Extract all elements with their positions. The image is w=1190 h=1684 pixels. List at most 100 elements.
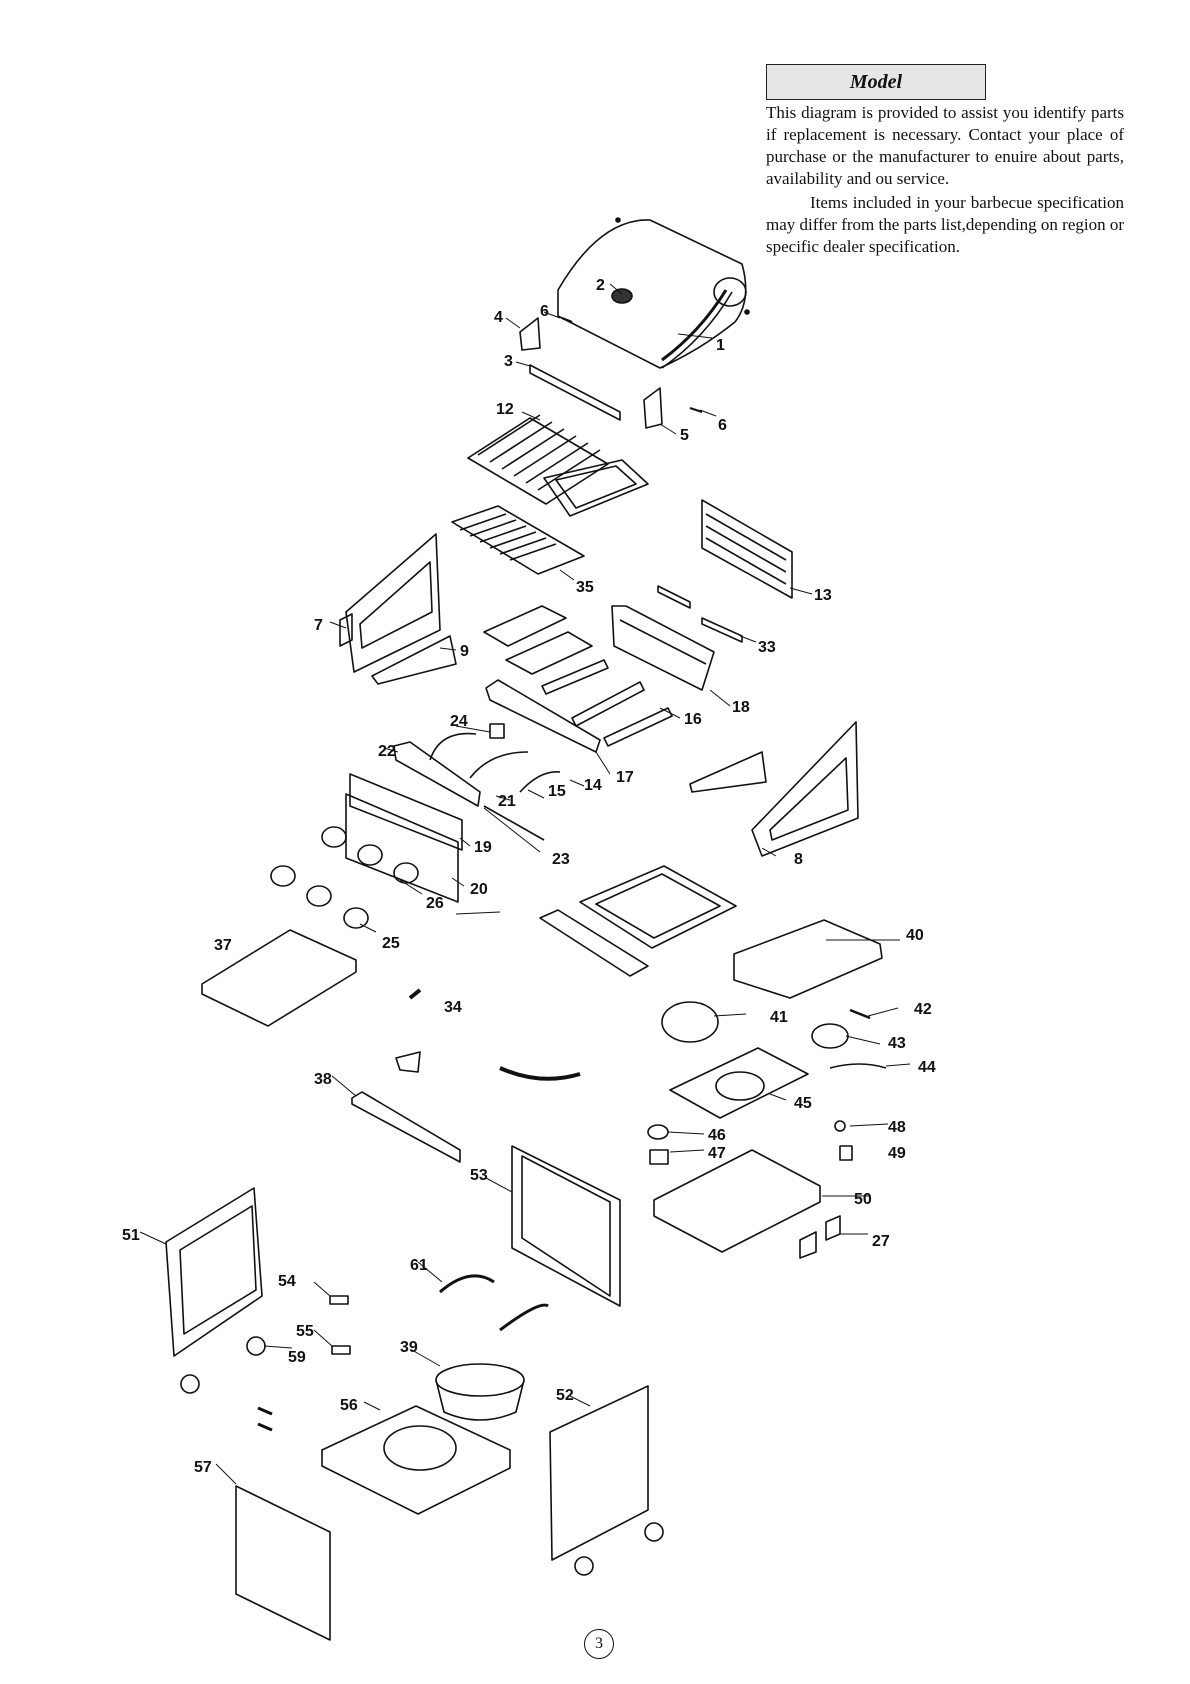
part-side-panel-left	[339, 533, 441, 673]
part-hinge	[825, 1215, 841, 1241]
callout-18: 18	[732, 699, 750, 716]
intro-paragraph-1: This diagram is provided to assist you i…	[766, 103, 1124, 188]
part-bracket	[657, 585, 691, 609]
callout-39: 39	[400, 1339, 418, 1356]
part-door	[235, 1485, 331, 1641]
callout-50: 50	[854, 1191, 872, 1208]
part-clip	[329, 1295, 349, 1305]
callout-56: 56	[340, 1397, 358, 1414]
part-tank-holder	[499, 1303, 549, 1332]
callout-48: 48	[888, 1119, 906, 1136]
callout-55: 55	[296, 1323, 314, 1340]
callout-53: 53	[470, 1167, 488, 1184]
part-caster	[574, 1556, 594, 1576]
callout-13: 13	[814, 587, 832, 604]
part-valve-rod	[483, 805, 545, 841]
part-heat-shield-left	[371, 635, 457, 685]
part-igniter	[429, 723, 561, 793]
callout-52: 52	[556, 1387, 574, 1404]
part-side-burner-lid	[733, 919, 883, 999]
part-thermometer	[611, 288, 633, 304]
callout-5: 5	[680, 427, 689, 444]
part-side-tray	[653, 1149, 821, 1253]
part-back-panel	[701, 499, 793, 599]
part-cooking-grid	[467, 414, 649, 517]
callout-8: 8	[794, 851, 803, 868]
part-warming-rack	[451, 505, 585, 575]
part-burners	[541, 659, 673, 747]
callout-46: 46	[708, 1127, 726, 1144]
callout-45: 45	[794, 1095, 812, 1112]
part-caster	[644, 1522, 664, 1542]
callout-23: 23	[552, 851, 570, 868]
part-fastener	[408, 988, 422, 1000]
callout-4: 4	[494, 309, 503, 326]
part-tank-strap	[439, 1274, 495, 1294]
part-bracket	[849, 1008, 871, 1020]
callout-6: 6	[540, 303, 549, 320]
part-valve	[649, 1149, 669, 1165]
part-cart-side-left	[165, 1187, 263, 1357]
part-cart-side-right	[549, 1385, 649, 1561]
callout-21: 21	[498, 793, 516, 810]
part-side-burner	[811, 1023, 849, 1049]
callout-1: 1	[716, 337, 725, 354]
callout-34: 34	[444, 999, 462, 1016]
callout-14: 14	[584, 777, 602, 794]
part-tank-ring	[435, 1363, 525, 1421]
callout-labels: 1234566789121314151617181920212223242526…	[122, 277, 936, 1485]
callout-47: 47	[708, 1145, 726, 1162]
part-small-fitting	[834, 1120, 846, 1132]
model-title-box: Model	[766, 64, 986, 100]
callout-43: 43	[888, 1035, 906, 1052]
callout-15: 15	[548, 783, 566, 800]
callout-33: 33	[758, 639, 776, 656]
callout-27: 27	[872, 1233, 890, 1250]
part-side-shelf	[201, 929, 357, 1027]
callout-42: 42	[914, 1001, 932, 1018]
part-knob	[647, 1124, 669, 1140]
callout-19: 19	[474, 839, 492, 856]
part-screw	[561, 316, 573, 324]
callout-54: 54	[278, 1273, 296, 1290]
intro-paragraph-2: Items included in your barbecue specific…	[766, 193, 1125, 256]
page-number: 3	[584, 1629, 614, 1659]
callout-16: 16	[684, 711, 702, 728]
callout-2: 2	[596, 277, 605, 294]
callout-22: 22	[378, 743, 396, 760]
part-screw	[689, 406, 703, 414]
callout-40: 40	[906, 927, 924, 944]
callout-17: 17	[616, 769, 634, 786]
part-side-burner-frame	[539, 865, 737, 977]
callout-35: 35	[576, 579, 594, 596]
callout-26: 26	[426, 895, 444, 912]
part-regulator	[395, 1051, 421, 1073]
callout-9: 9	[460, 643, 469, 660]
callout-49: 49	[888, 1145, 906, 1162]
intro-text: This diagram is provided to assist you i…	[766, 102, 1124, 258]
callout-51: 51	[122, 1227, 140, 1244]
part-flame-tamers	[483, 605, 593, 675]
part-back-frame	[511, 1145, 621, 1307]
part-clip	[331, 1345, 351, 1355]
part-lid-rod	[529, 364, 621, 421]
part-caster	[180, 1374, 200, 1394]
callout-25: 25	[382, 935, 400, 952]
callout-24: 24	[450, 713, 468, 730]
part-igniter-wire	[829, 1063, 887, 1069]
callout-41: 41	[770, 1009, 788, 1026]
part-side-burner-pan	[669, 1047, 809, 1119]
callout-6: 6	[718, 417, 727, 434]
part-caster	[246, 1336, 266, 1356]
callout-57: 57	[194, 1459, 212, 1476]
part-bottom-shelf	[321, 1405, 511, 1515]
part-lid	[557, 217, 750, 369]
part-hose	[499, 1066, 581, 1081]
part-firebox	[611, 605, 715, 691]
part-side-burner-grate	[661, 1001, 719, 1043]
callout-20: 20	[470, 881, 488, 898]
part-control-knobs	[270, 826, 419, 929]
callout-37: 37	[214, 937, 232, 954]
part-lid-bracket-right	[643, 387, 663, 429]
